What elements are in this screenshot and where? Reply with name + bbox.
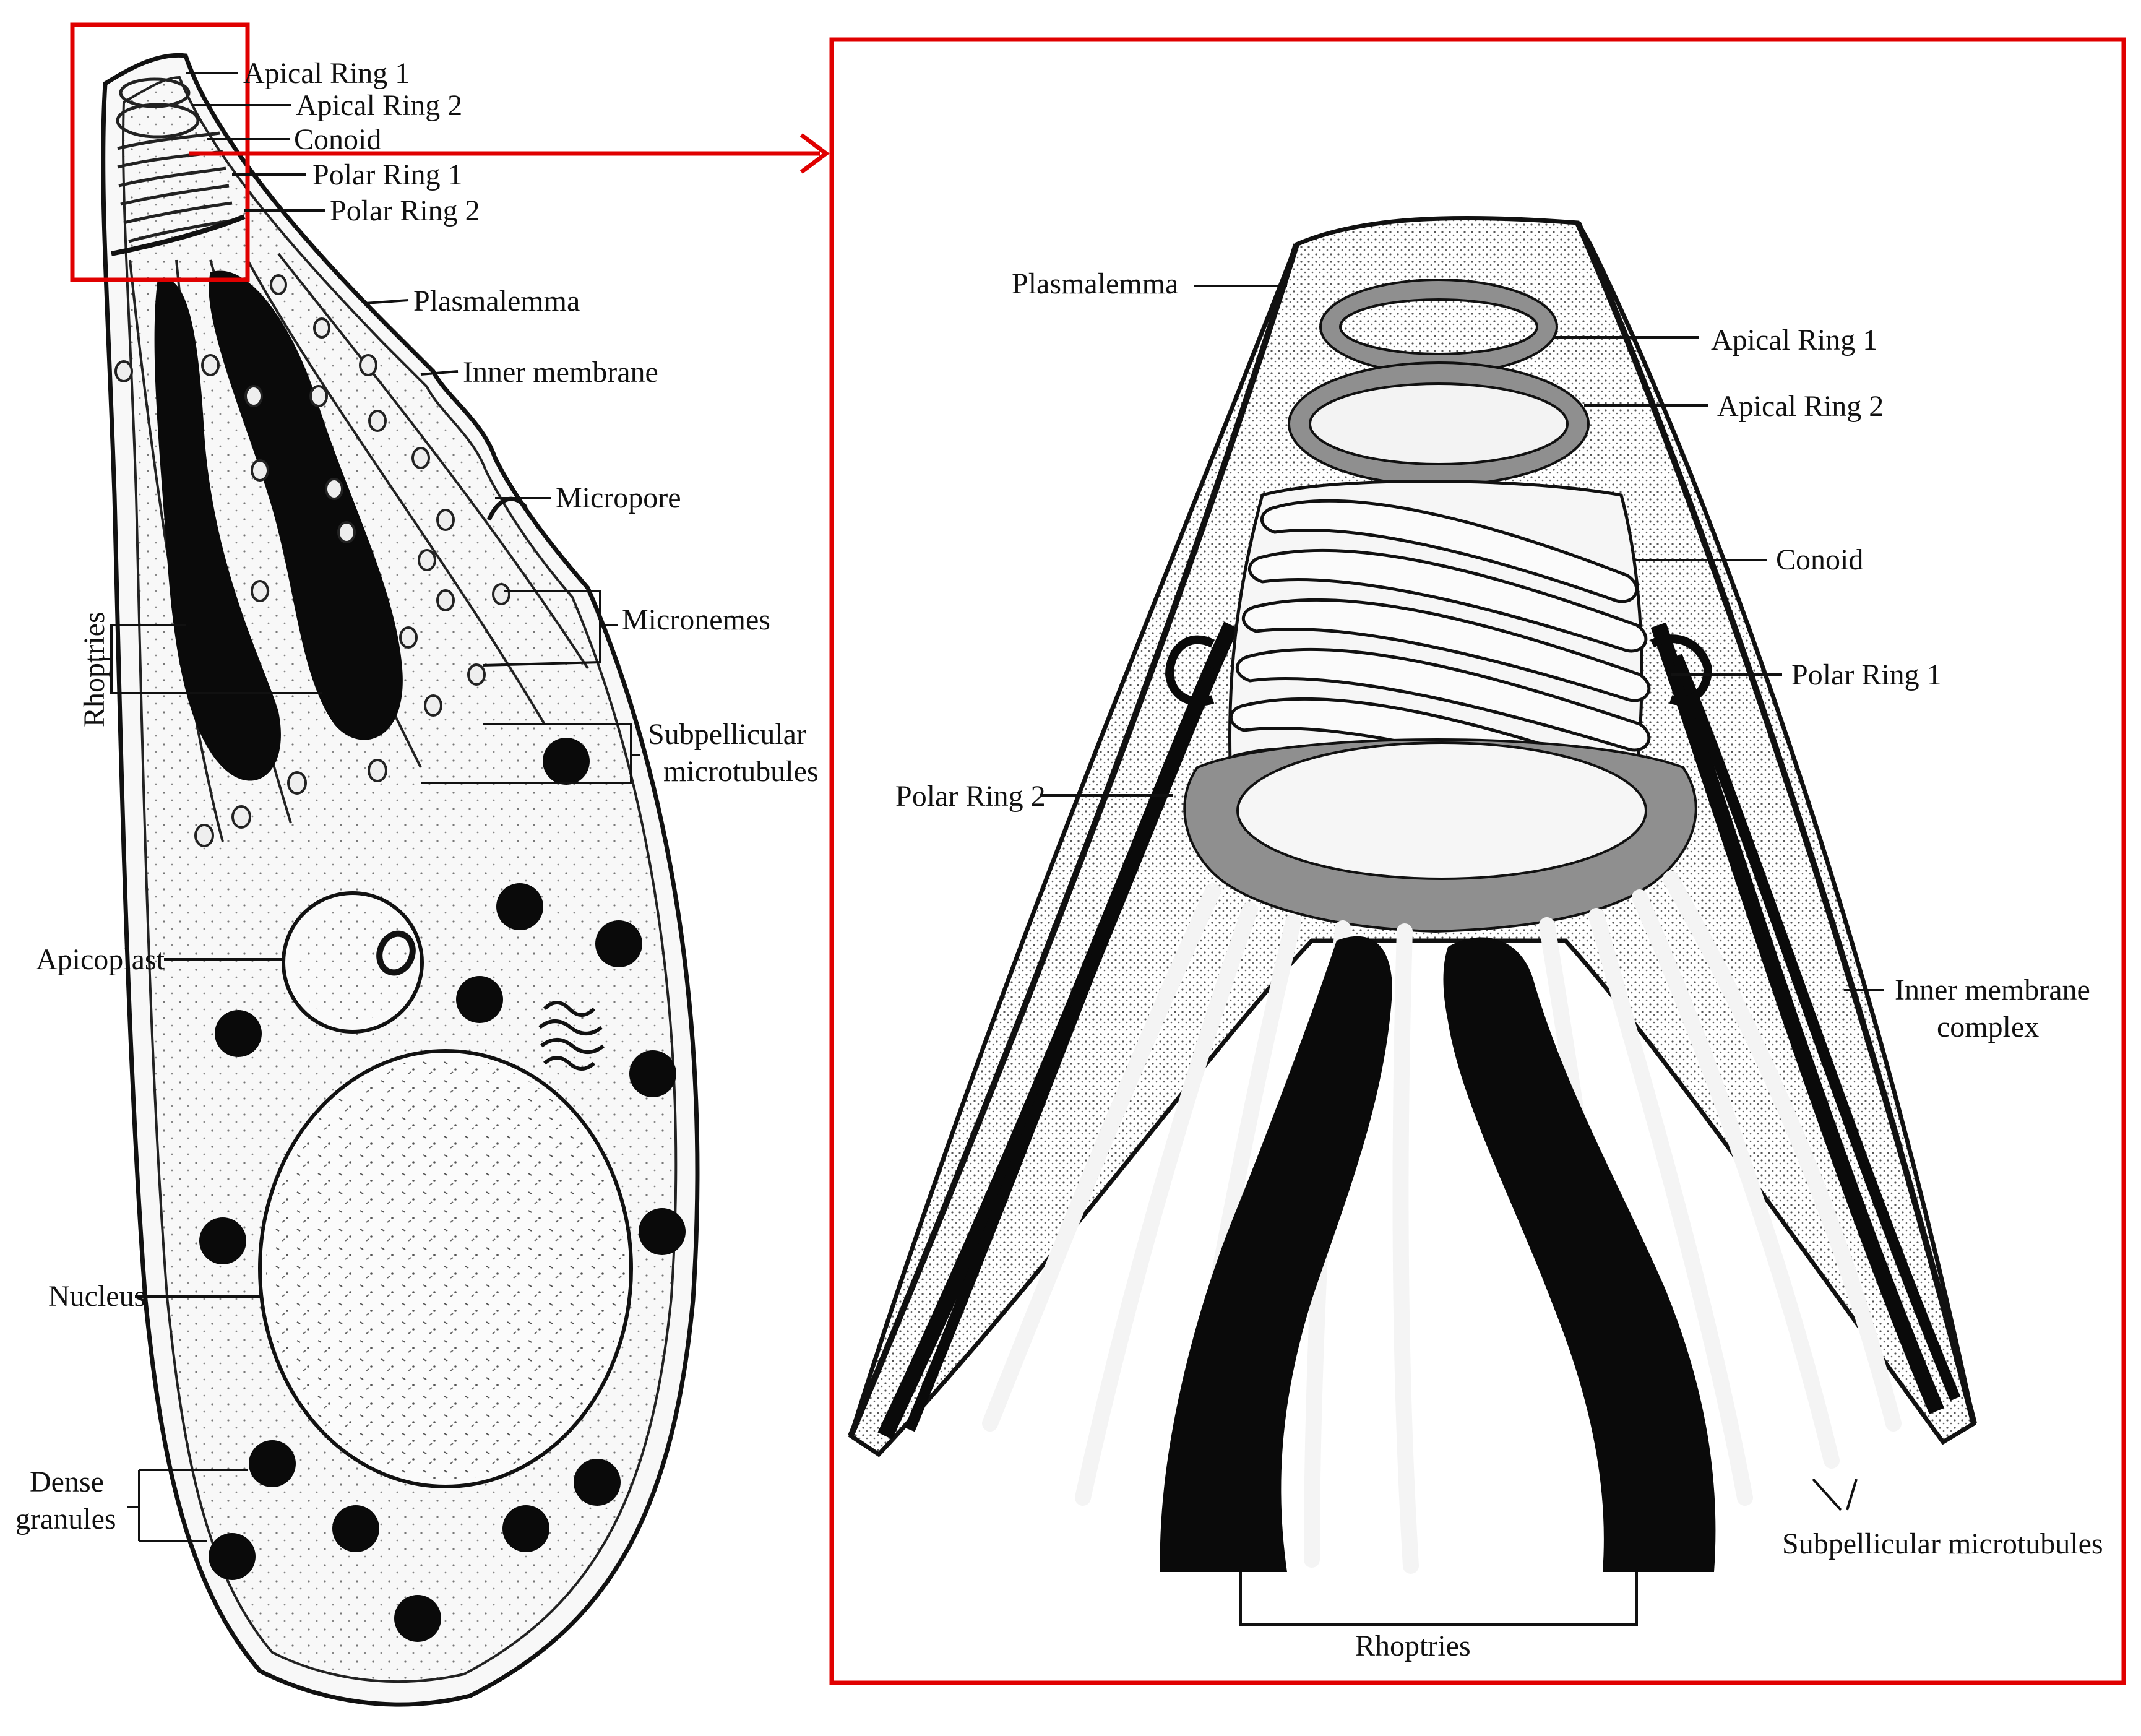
zoom-frame	[829, 37, 2126, 1685]
left-cell-diagram	[70, 22, 700, 1707]
apical-ring-2	[1289, 363, 1588, 485]
label-apical-ring-2-right: Apical Ring 2	[1717, 390, 1884, 423]
label-inner-membrane-right-2: complex	[1937, 1011, 2039, 1043]
label-subpellicular-right: Subpellicular microtubules	[1782, 1527, 2103, 1560]
label-apical-ring-1-left: Apical Ring 1	[243, 57, 410, 90]
label-apical-ring-1-right: Apical Ring 1	[1711, 324, 1877, 356]
left-labels: Apical Ring 1 Apical Ring 2 Conoid Polar…	[15, 57, 819, 1535]
micronemes-group	[114, 274, 510, 847]
label-conoid-right: Conoid	[1776, 543, 1863, 576]
label-subpellicular-left-2: microtubules	[663, 755, 819, 788]
micropore-notch	[486, 496, 528, 521]
label-inner-membrane-left: Inner membrane	[463, 356, 658, 389]
label-polar-ring-1-left: Polar Ring 1	[312, 158, 463, 191]
label-micropore-left: Micropore	[556, 482, 681, 514]
dense-granules-group	[199, 738, 686, 1642]
label-plasmalemma-left: Plasmalemma	[413, 285, 580, 317]
right-apical-complex-diagram	[829, 37, 2126, 1685]
right-labels: Plasmalemma Apical Ring 1 Apical Ring 2 …	[895, 267, 2103, 1662]
leader-lines	[99, 72, 1884, 1626]
label-polar-ring-1-right: Polar Ring 1	[1791, 659, 1942, 691]
label-polar-ring-2-left: Polar Ring 2	[330, 194, 480, 227]
label-dense-left-2: granules	[15, 1503, 116, 1535]
label-plasmalemma-right: Plasmalemma	[1012, 267, 1178, 300]
polar-ring-1	[1650, 634, 1713, 706]
label-micronemes-left: Micronemes	[622, 603, 770, 636]
label-rhoptries-right: Rhoptries	[1355, 1630, 1471, 1662]
label-dense-left-1: Dense	[30, 1466, 104, 1498]
rhoptry-big-right	[1443, 937, 1716, 1572]
label-apicoplast-left: Apicoplast	[36, 943, 165, 976]
label-inner-membrane-right-1: Inner membrane	[1895, 974, 2090, 1006]
label-subpellicular-left-1: Subpellicular	[648, 718, 806, 751]
label-conoid-left: Conoid	[294, 123, 381, 156]
label-polar-ring-2-right: Polar Ring 2	[895, 780, 1046, 813]
label-nucleus-left: Nucleus	[48, 1280, 145, 1313]
golgi-squiggle	[538, 1001, 605, 1071]
rhoptry-left	[154, 278, 281, 781]
rhoptry-big-left	[1160, 936, 1392, 1572]
label-rhoptries-left: Rhoptries	[78, 611, 111, 727]
apical-complex-small	[111, 77, 246, 256]
zoom-arrow	[189, 133, 830, 174]
label-apical-ring-2-left: Apical Ring 2	[296, 89, 462, 122]
